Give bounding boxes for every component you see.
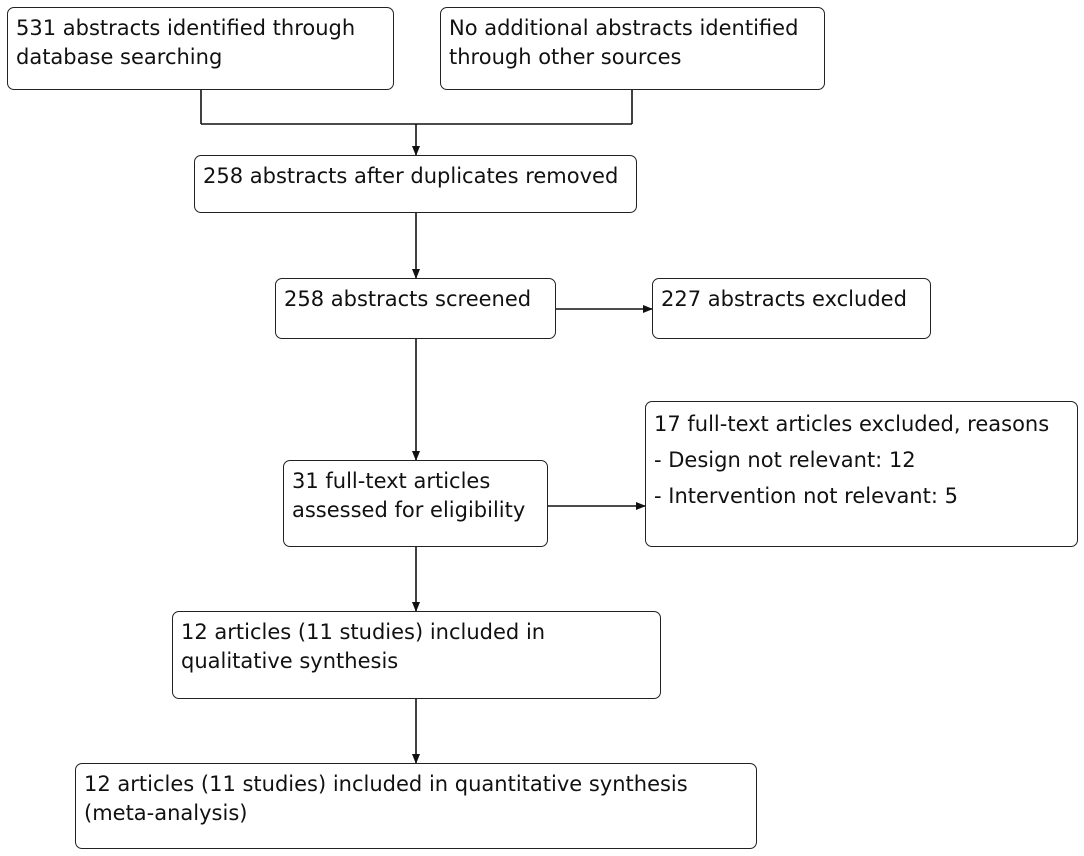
- full-text-excluded-box: 17 full-text articles excluded, reasons …: [645, 401, 1078, 547]
- full-text-excluded-title: 17 full-text articles excluded, reasons: [654, 412, 1050, 436]
- other-sources-box: No additional abstracts identified throu…: [440, 7, 825, 90]
- quantitative-synthesis-line-2: (meta-analysis): [84, 801, 248, 825]
- qualitative-synthesis-box: 12 articles (11 studies) included in qua…: [172, 611, 661, 699]
- database-search-line-1: 531 abstracts identified through: [16, 16, 356, 40]
- screened-box: 258 abstracts screened: [275, 278, 556, 339]
- full-text-excluded-reason-intervention: - Intervention not relevant: 5: [654, 484, 958, 508]
- other-sources-line-2: through other sources: [449, 45, 682, 69]
- abstracts-excluded-line-1: 227 abstracts excluded: [661, 287, 907, 311]
- quantitative-synthesis-line-1: 12 articles (11 studies) included in qua…: [84, 772, 688, 796]
- abstracts-excluded-box: 227 abstracts excluded: [652, 278, 931, 339]
- full-text-excluded-reason-design: - Design not relevant: 12: [654, 448, 916, 472]
- duplicates-removed-line-1: 258 abstracts after duplicates removed: [203, 164, 619, 188]
- database-search-line-2: database searching: [16, 45, 223, 69]
- quantitative-synthesis-box: 12 articles (11 studies) included in qua…: [75, 763, 757, 849]
- other-sources-line-1: No additional abstracts identified: [449, 16, 799, 40]
- full-text-assessed-line-2: assessed for eligibility: [292, 498, 526, 522]
- full-text-assessed-box: 31 full-text articles assessed for eligi…: [283, 460, 548, 547]
- qualitative-synthesis-line-2: qualitative synthesis: [181, 649, 399, 673]
- full-text-assessed-line-1: 31 full-text articles: [292, 469, 491, 493]
- database-search-box: 531 abstracts identified through databas…: [7, 7, 394, 90]
- qualitative-synthesis-line-1: 12 articles (11 studies) included in: [181, 620, 546, 644]
- duplicates-removed-box: 258 abstracts after duplicates removed: [194, 155, 637, 213]
- screened-line-1: 258 abstracts screened: [284, 287, 532, 311]
